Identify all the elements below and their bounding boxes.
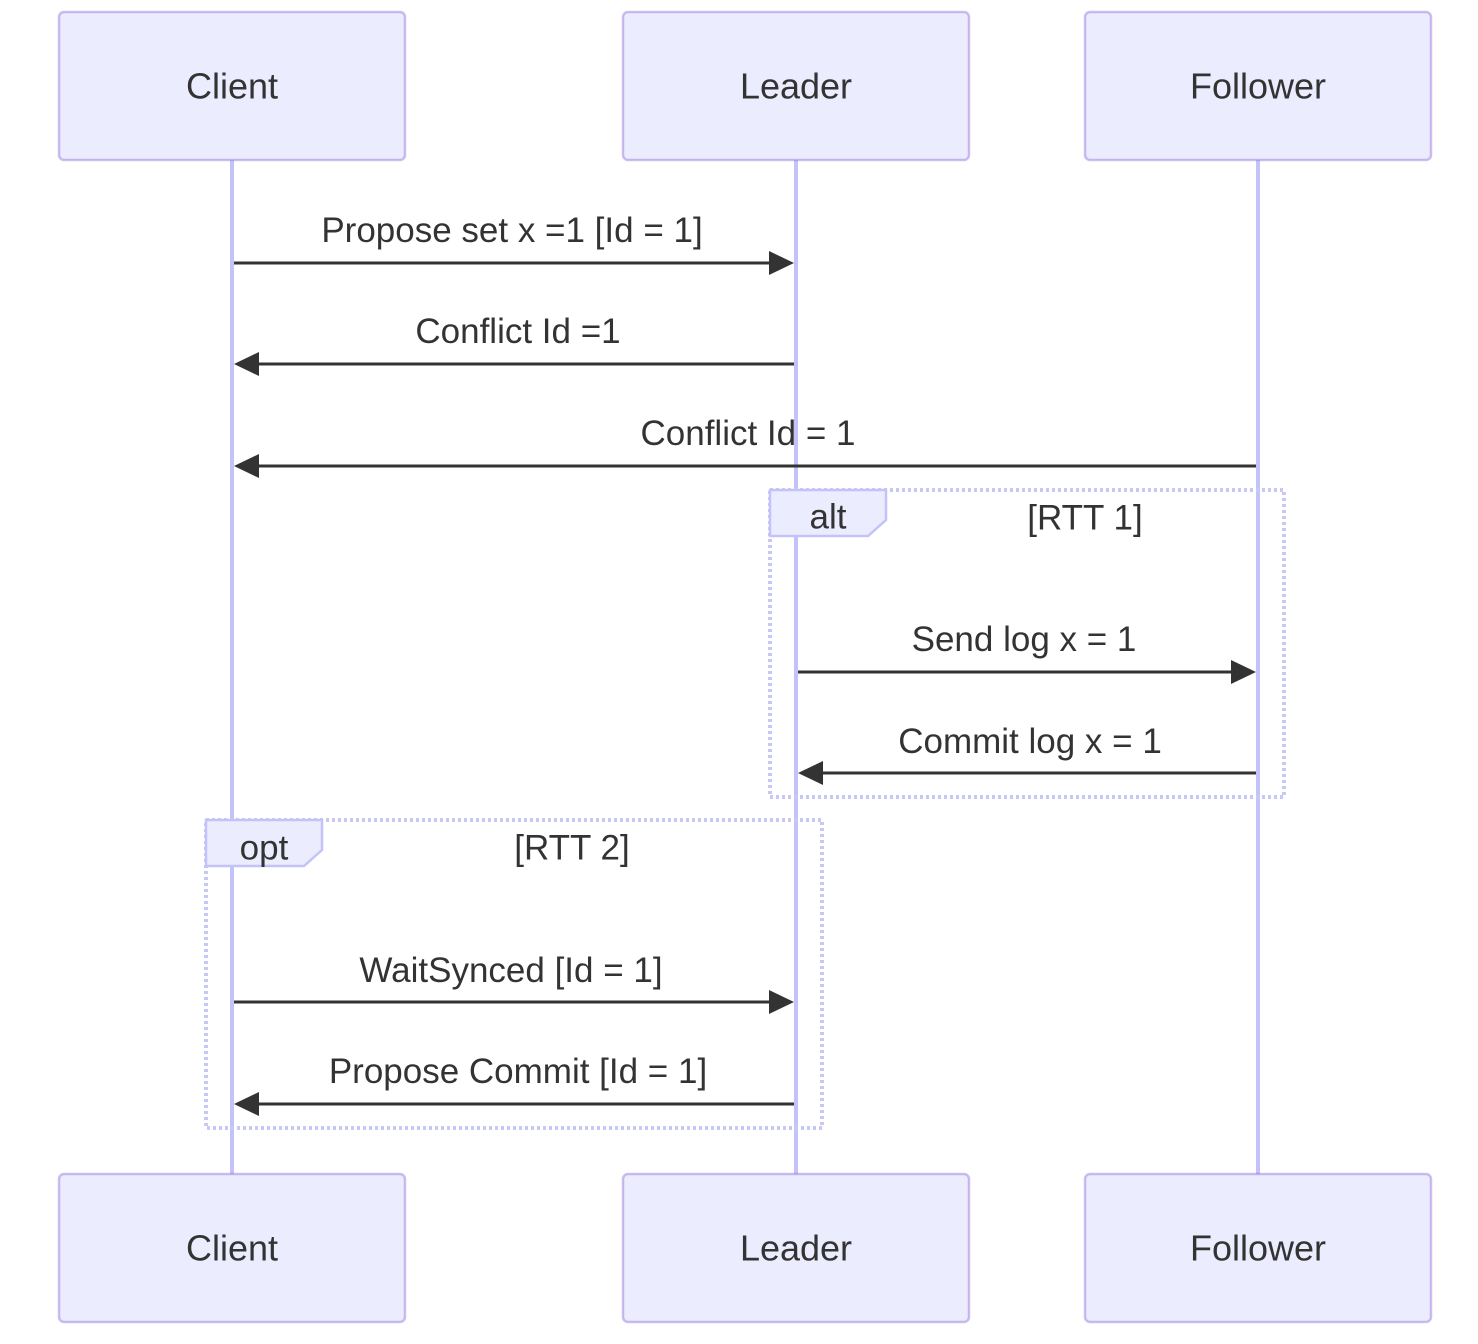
message-6-label: WaitSynced [Id = 1] xyxy=(359,951,662,990)
actor-leader-top: Leader xyxy=(621,10,971,162)
message-4: Send log x = 1 xyxy=(798,620,1256,684)
message-5: Commit log x = 1 xyxy=(798,722,1256,785)
message-3-arrowhead xyxy=(234,454,259,478)
fragment-alt-label: alt xyxy=(810,498,847,537)
message-1-arrowhead xyxy=(769,251,794,275)
actor-leader-bottom-label: Leader xyxy=(740,1228,852,1269)
message-5-arrowhead xyxy=(798,761,823,785)
message-6: WaitSynced [Id = 1] xyxy=(234,951,794,1014)
message-1-label: Propose set x =1 [Id = 1] xyxy=(321,211,702,250)
message-1: Propose set x =1 [Id = 1] xyxy=(234,211,794,275)
fragment-opt-tag xyxy=(204,818,324,868)
message-4-label: Send log x = 1 xyxy=(912,620,1137,659)
fragment-opt-label: opt xyxy=(240,829,289,868)
actor-follower-bottom-label: Follower xyxy=(1190,1228,1326,1269)
fragment-alt: alt [RTT 1] xyxy=(768,488,1286,799)
actor-follower-top: Follower xyxy=(1083,10,1433,162)
actor-follower-bottom: Follower xyxy=(1083,1172,1433,1324)
actor-client-bottom: Client xyxy=(57,1172,407,1324)
fragment-opt-frame xyxy=(204,818,824,1130)
message-2: Conflict Id =1 xyxy=(234,312,794,376)
actor-client-top-label: Client xyxy=(186,66,278,107)
message-2-arrowhead xyxy=(234,352,259,376)
actor-leader-top-label: Leader xyxy=(740,66,852,107)
message-2-label: Conflict Id =1 xyxy=(415,312,620,351)
actor-follower-top-label: Follower xyxy=(1190,66,1326,107)
fragment-alt-frame xyxy=(768,488,1286,799)
fragment-alt-condition: [RTT 1] xyxy=(1027,499,1142,538)
fragment-opt: opt [RTT 2] xyxy=(204,818,824,1130)
message-7-arrowhead xyxy=(234,1092,259,1116)
message-6-arrowhead xyxy=(769,990,794,1014)
message-5-label: Commit log x = 1 xyxy=(898,722,1162,761)
fragment-opt-condition: [RTT 2] xyxy=(514,829,629,868)
message-7: Propose Commit [Id = 1] xyxy=(234,1052,794,1116)
actor-client-top: Client xyxy=(57,10,407,162)
actor-leader-bottom: Leader xyxy=(621,1172,971,1324)
fragment-alt-tag xyxy=(768,488,888,538)
message-4-arrowhead xyxy=(1231,660,1256,684)
actor-client-bottom-label: Client xyxy=(186,1228,278,1269)
message-7-label: Propose Commit [Id = 1] xyxy=(329,1052,707,1091)
message-3-label: Conflict Id = 1 xyxy=(641,414,856,453)
message-3: Conflict Id = 1 xyxy=(234,414,1256,478)
